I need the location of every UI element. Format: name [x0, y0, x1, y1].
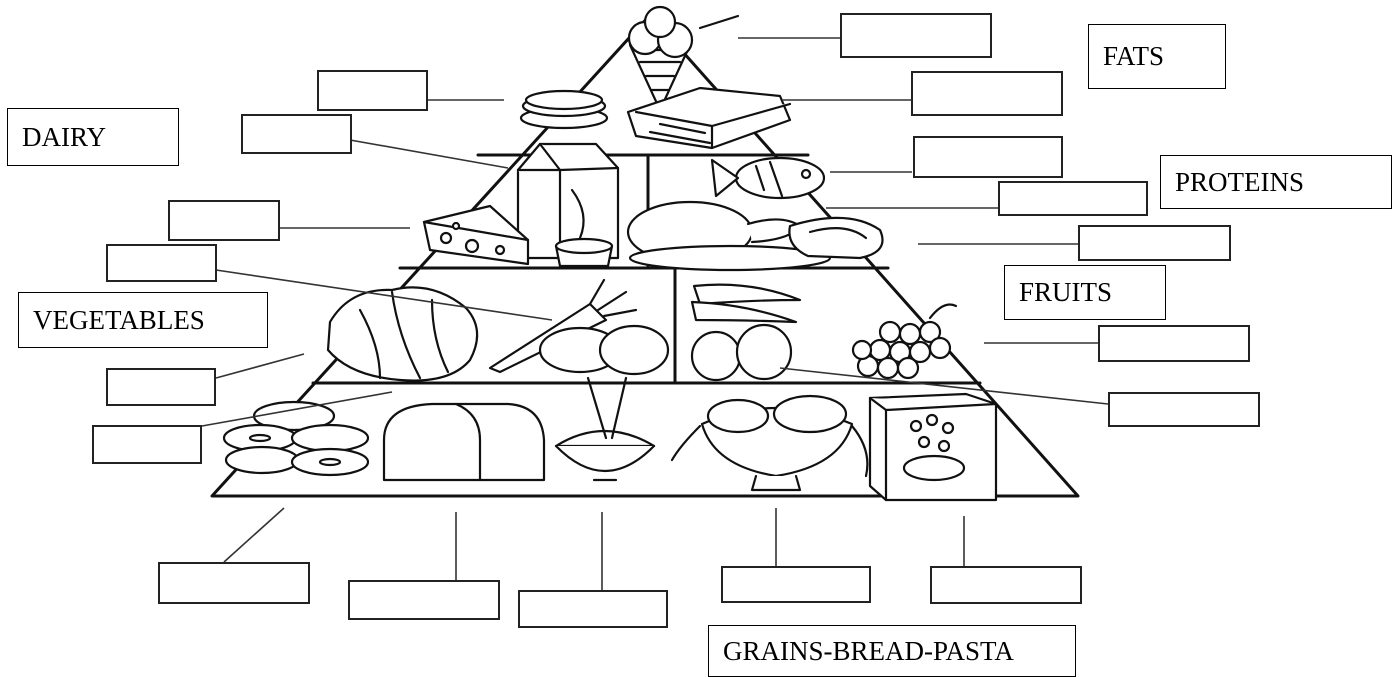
leader-line	[216, 354, 304, 378]
answer-box-cereal[interactable]	[930, 566, 1082, 604]
grains-bread-pasta-label: GRAINS-BREAD-PASTA	[708, 625, 1076, 677]
answer-box-pasta[interactable]	[721, 566, 871, 603]
answer-box-cookie[interactable]	[317, 70, 428, 111]
steak-icon	[789, 218, 882, 258]
dairy-label: DAIRY	[7, 108, 179, 166]
milk-glass-icon	[556, 239, 612, 266]
answer-box-butter[interactable]	[911, 71, 1063, 116]
answer-box-grapes[interactable]	[1098, 325, 1250, 362]
answer-box-steak[interactable]	[1078, 225, 1231, 261]
proteins-label: PROTEINS	[1160, 155, 1392, 209]
answer-box-fish[interactable]	[913, 136, 1063, 178]
answer-box-rice[interactable]	[518, 590, 668, 628]
lettuce-icon	[328, 287, 477, 380]
answer-box-chicken[interactable]	[998, 181, 1148, 216]
answer-box-bagels[interactable]	[92, 425, 202, 464]
potato-icon	[540, 326, 668, 374]
answer-box-bread[interactable]	[348, 580, 500, 620]
answer-box-carrot[interactable]	[106, 244, 217, 282]
cookie-icon	[521, 91, 607, 128]
leader-line	[224, 508, 284, 562]
answer-box-milk[interactable]	[241, 114, 352, 154]
answer-box-cheese[interactable]	[168, 200, 280, 241]
vegetables-label: VEGETABLES	[18, 292, 268, 348]
fruits-label: FRUITS	[1004, 265, 1166, 320]
answer-box-lettuce[interactable]	[106, 368, 216, 406]
fats-label: FATS	[1088, 24, 1226, 89]
answer-box-banana[interactable]	[1108, 392, 1260, 427]
cereal-box-icon	[870, 394, 996, 500]
answer-box-ice-cream[interactable]	[840, 13, 992, 58]
bread-icon	[384, 404, 544, 480]
answer-box-bagels-bottom[interactable]	[158, 562, 310, 604]
